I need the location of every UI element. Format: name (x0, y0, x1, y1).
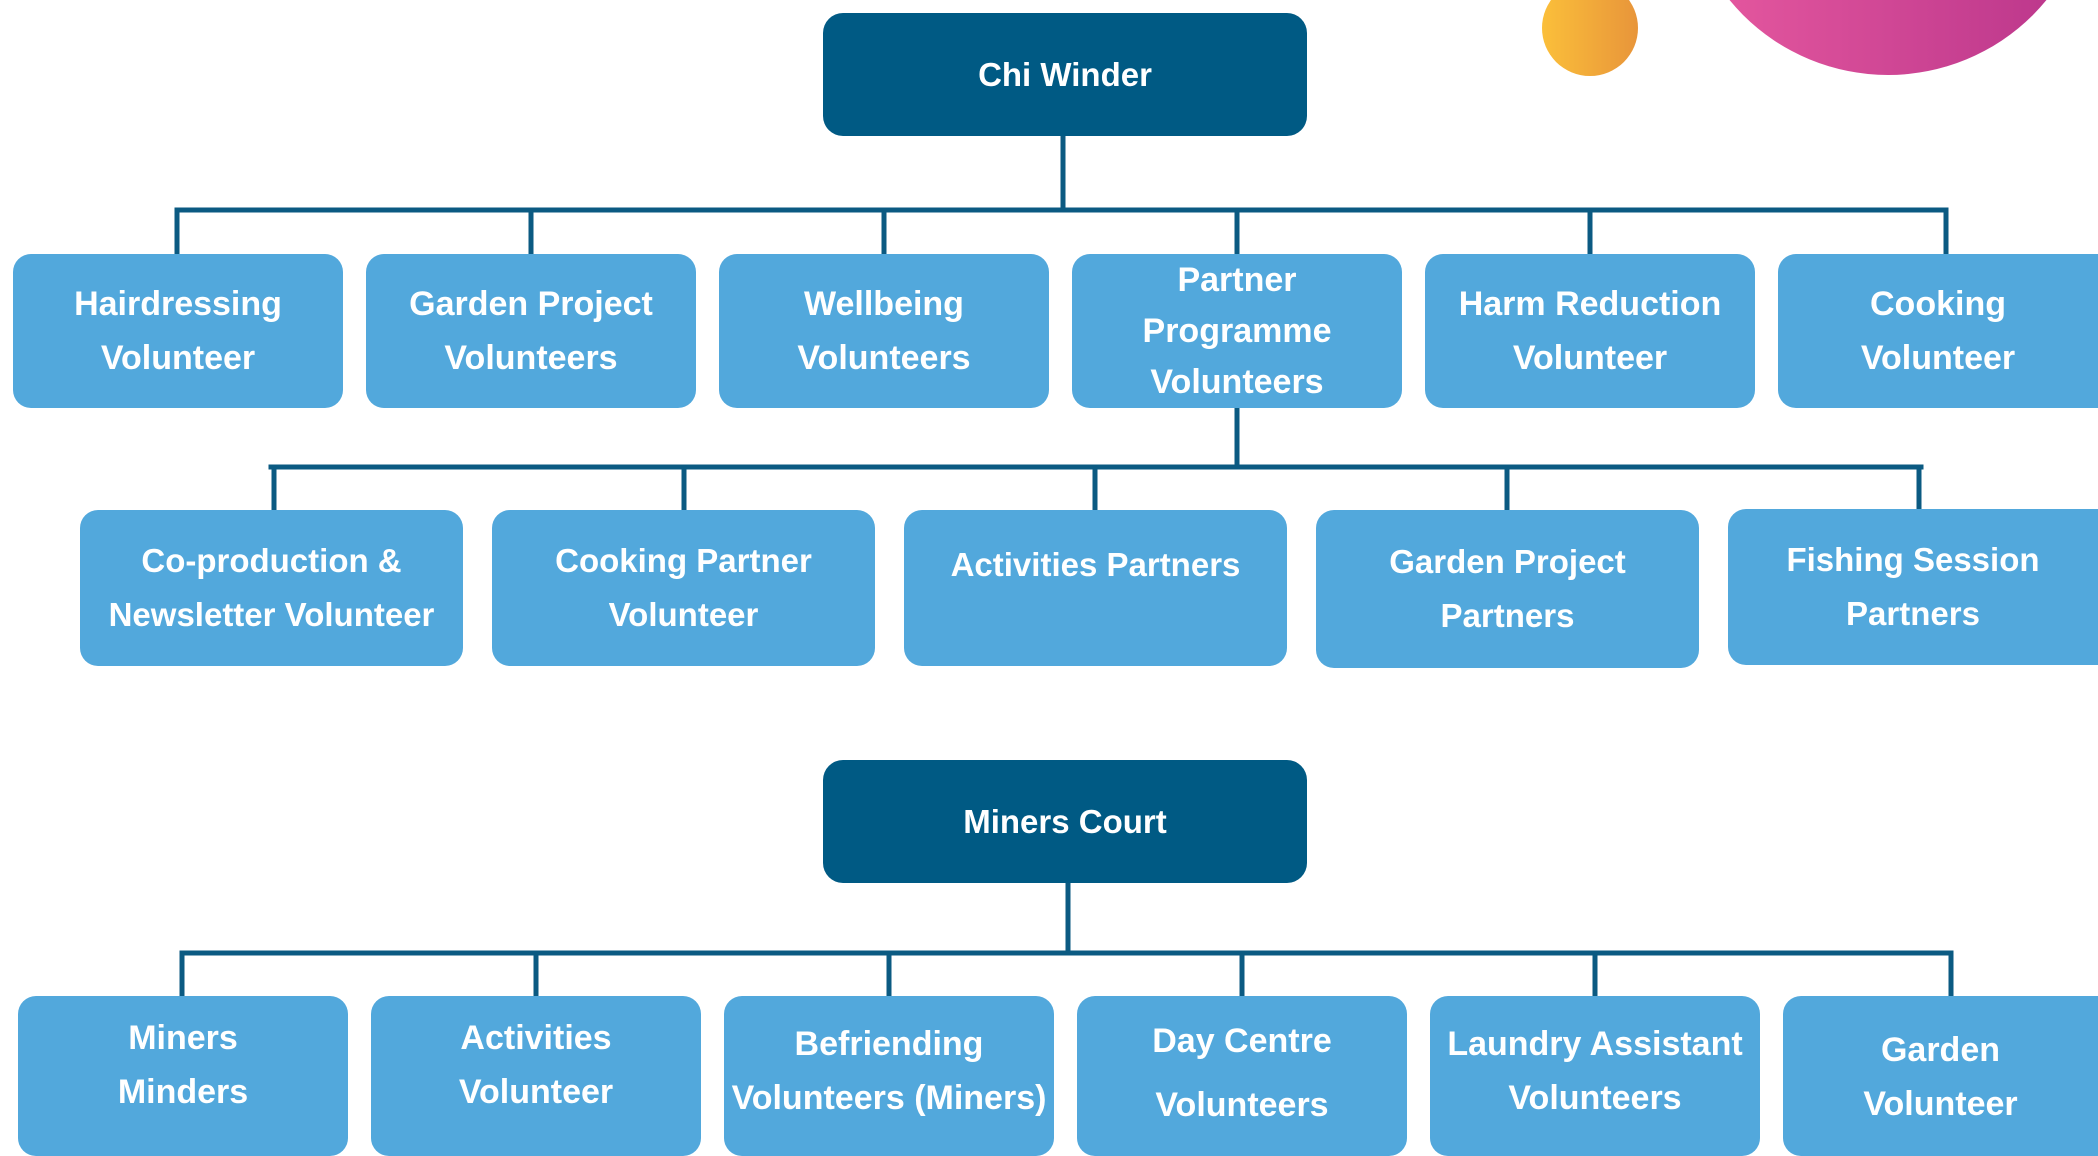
node-label-line2: Volunteer (458, 1073, 614, 1111)
node-label-line2: Volunteer (608, 596, 759, 633)
node-cooking-volunteer: Cooking Volunteer (1778, 254, 2098, 408)
node-harm-reduction-volunteer: Harm Reduction Volunteer (1425, 254, 1755, 408)
node-label-line1: Laundry Assistant (1447, 1025, 1743, 1063)
node-partner-programme-volunteers: Partner Programme Volunteers (1072, 254, 1402, 408)
node-label-line2: Volunteers (Miners) (731, 1079, 1047, 1117)
node-label-line1: Befriending (794, 1025, 984, 1063)
node-befriending-volunteers-miners: Befriending Volunteers (Miners) (724, 996, 1054, 1156)
node-label-line2: Volunteer (1863, 1085, 2018, 1123)
node-label-line1: Cooking (1870, 285, 2006, 323)
node-label-line1: Miners (128, 1019, 238, 1057)
node-fishing-session-partners: Fishing Session Partners (1728, 509, 2098, 665)
node-label-line1: Activities Partners (950, 546, 1241, 583)
node-label-line1: Cooking Partner (555, 542, 812, 579)
node-label-line1: Co-production & (141, 542, 402, 579)
node-label-line1: Garden Project (409, 285, 653, 323)
magenta-circle (1729, 0, 2047, 75)
node-garden-volunteer: Garden Volunteer (1783, 996, 2098, 1156)
node-label-line2: Volunteers (1508, 1079, 1682, 1117)
node-label-line1: Wellbeing (804, 285, 964, 323)
node-label-line2: Volunteer (1860, 339, 2016, 377)
node-label-line2: Partners (1846, 595, 1980, 632)
node-label-line2: Volunteers (1155, 1086, 1329, 1124)
node-laundry-assistant-volunteers: Laundry Assistant Volunteers (1430, 996, 1760, 1156)
node-activities-volunteer: Activities Volunteer (371, 996, 701, 1156)
node-label-line1: Partner (1177, 260, 1297, 299)
node-miners-minders: Miners Minders (18, 996, 348, 1156)
node-coproduction-newsletter-volunteer: Co-production & Newsletter Volunteer (80, 510, 463, 666)
node-label-line1: Activities (460, 1019, 612, 1057)
node-garden-project-partners: Garden Project Partners (1316, 510, 1699, 668)
node-label-line1: Garden (1880, 1031, 2001, 1069)
node-label-line1: Day Centre (1152, 1022, 1332, 1060)
decorative-circles (1542, 0, 2047, 76)
node-label-line1: Hairdressing (74, 285, 282, 323)
node-label-line2: Programme (1142, 311, 1332, 350)
node-label-line2: Volunteer (100, 339, 256, 377)
node-label-line3: Volunteers (1150, 362, 1324, 401)
node-label-line2: Volunteer (1512, 339, 1668, 377)
node-label-line2: Minders (117, 1073, 249, 1111)
node-label-line2: Volunteers (797, 339, 971, 377)
node-label-line2: Partners (1440, 597, 1575, 634)
node-activities-partners: Activities Partners (904, 510, 1287, 666)
node-garden-project-volunteers: Garden Project Volunteers (366, 254, 696, 408)
node-label-line1: Fishing Session (1786, 541, 2040, 578)
node-label-line2: Volunteers (444, 339, 618, 377)
node-label-line2: Newsletter Volunteer (108, 596, 435, 633)
root-label: Chi Winder (978, 55, 1152, 93)
root-miners-court: Miners Court (823, 760, 1307, 883)
node-cooking-partner-volunteer: Cooking Partner Volunteer (492, 510, 875, 666)
root-label: Miners Court (963, 802, 1167, 840)
node-hairdressing-volunteer: Hairdressing Volunteer (13, 254, 343, 408)
node-label-line1: Harm Reduction (1458, 285, 1722, 323)
root-chi-winder: Chi Winder (823, 13, 1307, 136)
node-label-line1: Garden Project (1389, 543, 1626, 580)
orange-circle (1542, 0, 1638, 76)
node-wellbeing-volunteers: Wellbeing Volunteers (719, 254, 1049, 408)
node-day-centre-volunteers: Day Centre Volunteers (1077, 996, 1407, 1156)
